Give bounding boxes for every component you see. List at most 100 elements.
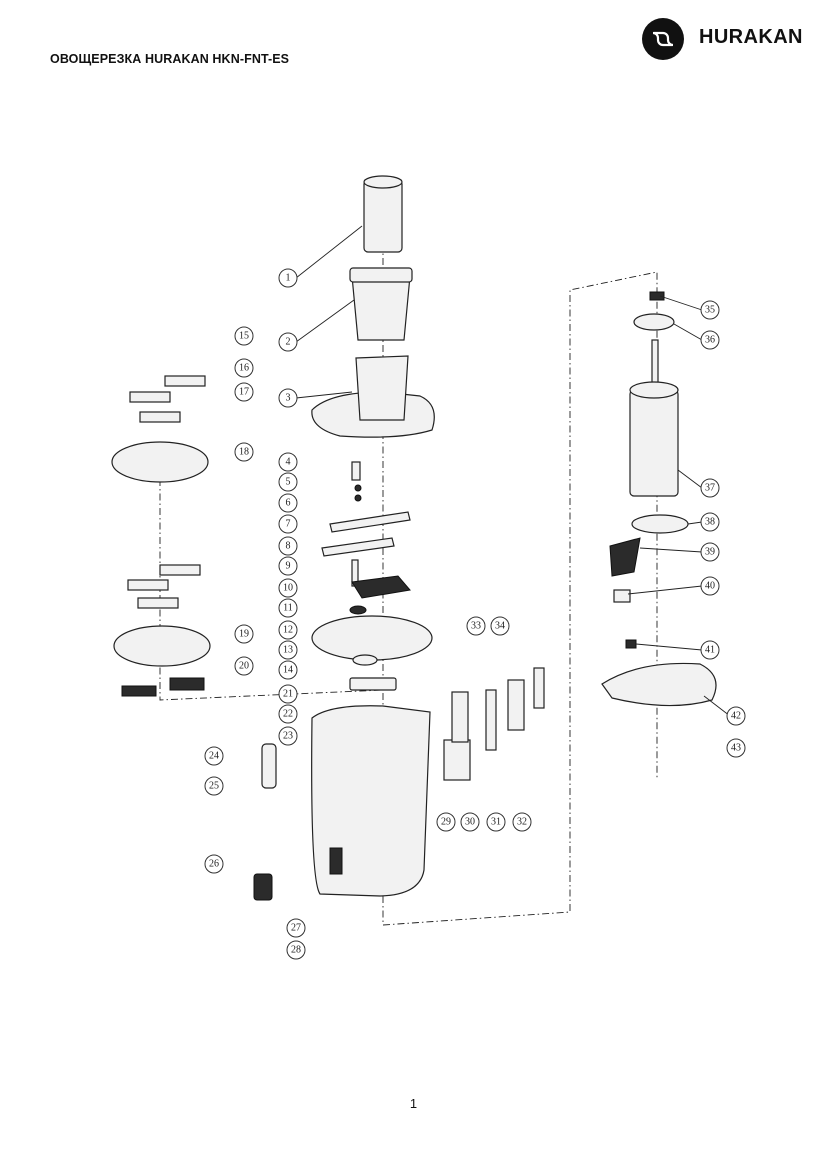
pusher-part: [363, 175, 403, 253]
svg-text:23: 23: [283, 731, 293, 742]
svg-text:16: 16: [239, 363, 249, 374]
svg-text:31: 31: [491, 817, 501, 828]
svg-text:26: 26: [209, 859, 219, 870]
leader-lines: [295, 225, 731, 717]
callout-23: 23: [278, 726, 298, 746]
svg-text:2: 2: [286, 337, 291, 348]
callout-13: 13: [278, 640, 298, 660]
svg-text:18: 18: [239, 447, 249, 458]
bracket-parts: [443, 667, 545, 781]
svg-text:1: 1: [286, 273, 291, 284]
hopper-sleeve-part: [349, 267, 413, 341]
callout-10: 10: [278, 578, 298, 598]
svg-text:38: 38: [705, 517, 715, 528]
callout-3: 3: [278, 388, 298, 408]
motor-assembly: [601, 291, 717, 707]
callout-30: 30: [460, 812, 480, 832]
svg-text:25: 25: [209, 781, 219, 792]
svg-text:5: 5: [286, 477, 291, 488]
svg-text:37: 37: [705, 483, 715, 494]
svg-text:34: 34: [495, 621, 505, 632]
callout-38: 38: [700, 512, 720, 532]
callout-31: 31: [486, 812, 506, 832]
svg-text:33: 33: [471, 621, 481, 632]
callout-29: 29: [436, 812, 456, 832]
callout-19: 19: [234, 624, 254, 644]
callout-41: 41: [700, 640, 720, 660]
callout-28: 28: [286, 940, 306, 960]
svg-text:9: 9: [286, 561, 291, 572]
svg-text:42: 42: [731, 711, 741, 722]
svg-text:20: 20: [239, 661, 249, 672]
svg-text:27: 27: [291, 923, 301, 934]
page-number: 1: [409, 1096, 418, 1111]
document-title: ОВОЩЕРЕЗКА HURAKAN HKN-FNT-ES: [50, 52, 290, 66]
svg-text:39: 39: [705, 547, 715, 558]
svg-text:19: 19: [239, 629, 249, 640]
callout-34: 34: [490, 616, 510, 636]
callout-8: 8: [278, 536, 298, 556]
callout-1: 1: [278, 268, 298, 288]
callout-27: 27: [286, 918, 306, 938]
svg-text:28: 28: [291, 945, 301, 956]
base-housing-part: [311, 654, 431, 897]
callout-43: 43: [726, 738, 746, 758]
svg-text:36: 36: [705, 335, 715, 346]
svg-text:40: 40: [705, 581, 715, 592]
svg-text:24: 24: [209, 751, 219, 762]
svg-text:43: 43: [731, 743, 741, 754]
svg-text:29: 29: [441, 817, 451, 828]
svg-text:15: 15: [239, 331, 249, 342]
callout-18: 18: [234, 442, 254, 462]
left-slicer-assembly: [111, 375, 277, 901]
svg-text:30: 30: [465, 817, 475, 828]
brand-logo: HURAKAN: [641, 17, 821, 61]
callout-11: 11: [278, 598, 298, 618]
svg-text:21: 21: [283, 689, 293, 700]
callout-5: 5: [278, 472, 298, 492]
callout-35: 35: [700, 300, 720, 320]
callout-12: 12: [278, 620, 298, 640]
small-parts-stack: [321, 461, 411, 587]
svg-text:22: 22: [283, 709, 293, 720]
svg-text:32: 32: [517, 817, 527, 828]
callout-42: 42: [726, 706, 746, 726]
callout-9: 9: [278, 556, 298, 576]
svg-text:35: 35: [705, 305, 715, 316]
callout-33: 33: [466, 616, 486, 636]
svg-text:3: 3: [286, 393, 291, 404]
callout-40: 40: [700, 576, 720, 596]
disc-plate-part: [311, 605, 433, 661]
hurakan-logo-icon: [642, 18, 684, 60]
svg-text:6: 6: [286, 498, 291, 509]
svg-text:17: 17: [239, 387, 249, 398]
svg-text:11: 11: [283, 603, 293, 614]
brand-name: HURAKAN: [699, 26, 803, 48]
callout-6: 6: [278, 493, 298, 513]
callout-22: 22: [278, 704, 298, 724]
svg-text:12: 12: [283, 625, 293, 636]
callout-26: 26: [204, 854, 224, 874]
callout-2: 2: [278, 332, 298, 352]
callout-20: 20: [234, 656, 254, 676]
lid-part: [311, 355, 435, 438]
callout-32: 32: [512, 812, 532, 832]
callout-4: 4: [278, 452, 298, 472]
callout-36: 36: [700, 330, 720, 350]
callout-17: 17: [234, 382, 254, 402]
svg-text:4: 4: [286, 457, 291, 468]
callout-15: 15: [234, 326, 254, 346]
callout-7: 7: [278, 514, 298, 534]
svg-text:41: 41: [705, 645, 715, 656]
callout-24: 24: [204, 746, 224, 766]
svg-text:8: 8: [286, 541, 291, 552]
callout-25: 25: [204, 776, 224, 796]
svg-text:14: 14: [283, 665, 293, 676]
callout-14: 14: [278, 660, 298, 680]
svg-text:7: 7: [286, 519, 291, 530]
svg-text:13: 13: [283, 645, 293, 656]
callout-39: 39: [700, 542, 720, 562]
callout-16: 16: [234, 358, 254, 378]
callout-21: 21: [278, 684, 298, 704]
